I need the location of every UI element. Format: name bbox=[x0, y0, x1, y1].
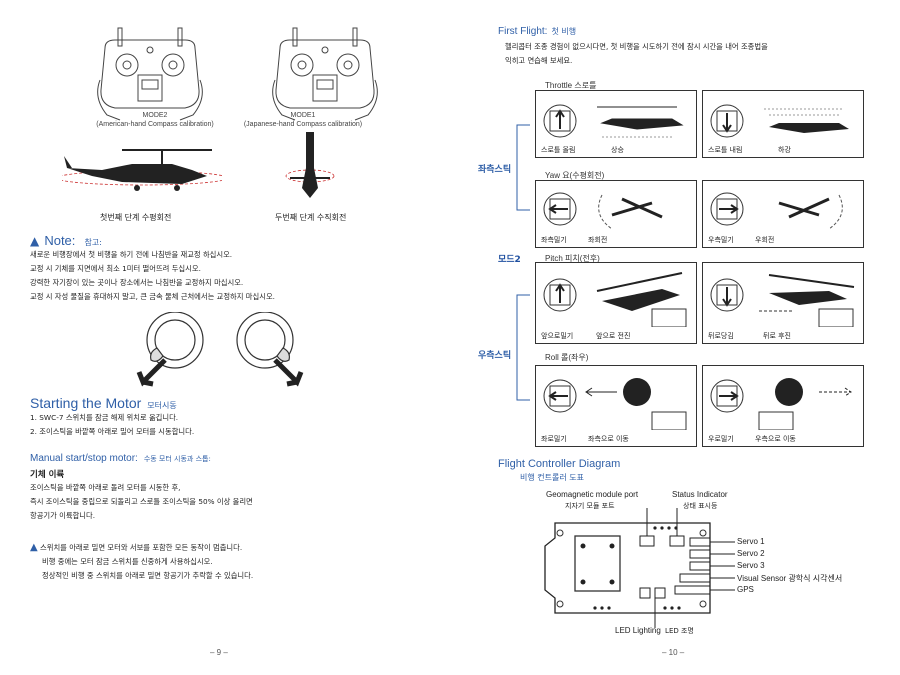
starting-motor-title-kr: 모터시동 bbox=[147, 401, 177, 410]
roll-right-panel: 우로밀기 우측으로 이동 bbox=[702, 365, 864, 447]
pitch-backward-panel: 뒤로당김 뒤로 후진 bbox=[702, 262, 864, 344]
fc-title-kr: 비행 컨트롤러 도표 bbox=[520, 473, 584, 482]
transmitter-illustrations bbox=[97, 27, 378, 121]
motor-steps: 1. SWC-7 스위치를 잠금 해제 위치로 옮깁니다. 2. 조이스틱을 바… bbox=[30, 411, 194, 439]
yaw-left-result: 좌회전 bbox=[588, 236, 608, 244]
first-flight-title-kr: 첫 비행 bbox=[551, 27, 577, 36]
fc-visual-sensor-label: Visual Sensor 광학식 시각센서 bbox=[737, 574, 843, 583]
fc-geomagnetic-label: Geomagnetic module port bbox=[546, 490, 639, 499]
note-line: 강력한 자기장이 있는 곳이나 장소에서는 나침반을 교정하지 마십시오. bbox=[30, 278, 244, 287]
throttle-up-result: 상승 bbox=[611, 146, 624, 154]
warning-line: 정상적인 비행 중 스위치를 아래로 밀면 항공기가 추락할 수 있습니다. bbox=[42, 571, 254, 580]
note-title-kr: 참고: bbox=[84, 238, 102, 247]
roll-right-action: 우로밀기 bbox=[708, 435, 734, 443]
note-line: 새로운 비행장에서 첫 비행을 하기 전에 나침반을 재교정 하십시오. bbox=[30, 250, 233, 259]
manual-motor-title-en: Manual start/stop motor: bbox=[30, 453, 138, 464]
fc-servo3-label: Servo 3 bbox=[737, 561, 765, 570]
left-page: MODE2 (American-hand Compass calibration… bbox=[30, 27, 378, 657]
first-flight-intro: 헬리콥터 조종 경험이 없으시다면, 첫 비행을 시도하기 전에 잠시 시간을 … bbox=[505, 40, 768, 68]
right-stick-label: 우측스틱 bbox=[478, 351, 512, 361]
roll-left-panel: 좌로밀기 좌측으로 이동 bbox=[535, 365, 697, 447]
mode1-caption-line2: (Japanese-hand Compass calibration) bbox=[243, 121, 363, 128]
fc-geomagnetic-label-kr: 지자기 모듈 포트 bbox=[565, 502, 615, 510]
mode2-caption: MODE2 (American-hand Compass calibration… bbox=[80, 111, 230, 129]
pitch-label: Pitch 피치(전후) bbox=[545, 254, 600, 263]
motor-step: 1. SWC-7 스위치를 잠금 해제 위치로 옮깁니다. bbox=[30, 413, 179, 422]
warning-icon: ▲ bbox=[30, 542, 38, 553]
helicopter-vertical-image bbox=[285, 132, 335, 198]
fc-servo1-label: Servo 1 bbox=[737, 537, 765, 546]
roll-right-result: 우측으로 이동 bbox=[755, 435, 796, 443]
note-heading: ▲ Note: 참고: bbox=[30, 230, 102, 249]
throttle-label: Throttle 스로틀 bbox=[545, 81, 597, 90]
first-flight-title: First Flight:첫 비행 bbox=[498, 26, 576, 37]
yaw-label: Yaw 요(수평회전) bbox=[545, 171, 605, 180]
fc-led-label-kr: LED 조명 bbox=[665, 627, 694, 635]
note-title: Note: bbox=[44, 233, 76, 248]
fc-status-label: Status Indicator bbox=[672, 490, 728, 499]
page-number-right: – 10 – bbox=[662, 648, 685, 657]
starting-motor-title-en: Starting the Motor bbox=[30, 395, 142, 411]
takeoff-line: 항공기가 이륙합니다. bbox=[30, 511, 96, 520]
warning-line: 비행 중에는 모터 잠금 스위치를 신중하게 사용하십시오. bbox=[42, 557, 213, 566]
takeoff-line: 즉시 조이스틱을 중립으로 되돌리고 스로틀 조이스틱을 50% 이상 올리면 bbox=[30, 497, 253, 506]
throttle-down-panel: 스로틀 내림 하강 bbox=[702, 90, 864, 158]
helicopter-horizontal-image bbox=[62, 149, 222, 191]
warning-block: ▲ 스위치를 아래로 밀면 모터와 서보를 포함한 모든 동작이 멈춥니다. 비… bbox=[30, 541, 253, 583]
motor-step: 2. 조이스틱을 바깥쪽 아래로 밀어 모터를 시동합니다. bbox=[30, 427, 195, 436]
intro-line: 헬리콥터 조종 경험이 없으시다면, 첫 비행을 시도하기 전에 잠시 시간을 … bbox=[505, 42, 768, 51]
fc-led-label: LED Lighting LED 조명 bbox=[615, 626, 694, 636]
throttle-up-action: 스로틀 올림 bbox=[541, 146, 576, 154]
roll-left-action: 좌로밀기 bbox=[541, 435, 567, 443]
flight-controller-board bbox=[544, 508, 735, 628]
step2-label: 두번째 단계 수직회전 bbox=[275, 213, 347, 222]
pitch-forward-action: 앞으로밀기 bbox=[541, 332, 574, 340]
takeoff-line: 조이스틱을 바깥쪽 아래로 돌려 모터를 시동한 후, bbox=[30, 483, 181, 492]
takeoff-text: 조이스틱을 바깥쪽 아래로 돌려 모터를 시동한 후, 즉시 조이스틱을 중립으… bbox=[30, 481, 253, 523]
right-page: First Flight:첫 비행 헬리콥터 조종 경험이 없으시다면, 첫 비… bbox=[450, 0, 900, 675]
starting-motor-title: Starting the Motor 모터시동 bbox=[30, 395, 177, 411]
yaw-right-result: 우회전 bbox=[755, 236, 775, 244]
takeoff-heading: 기체 이륙 bbox=[30, 470, 65, 480]
manual-motor-title: Manual start/stop motor: 수동 모터 시동과 스톱: bbox=[30, 453, 211, 464]
pitch-forward-panel: 앞으로밀기 앞으로 전진 bbox=[535, 262, 697, 344]
fc-led-label-en: LED Lighting bbox=[615, 626, 661, 635]
mode2-caption-line2: (American-hand Compass calibration) bbox=[96, 121, 214, 128]
fc-servo2-label: Servo 2 bbox=[737, 549, 765, 558]
note-line: 교정 시 자성 물질을 휴대하지 말고, 큰 금속 물체 근처에서는 교정하지 … bbox=[30, 292, 275, 301]
transmitter-mode1-image bbox=[272, 27, 378, 121]
fc-title: Flight Controller Diagram bbox=[498, 458, 621, 470]
pitch-backward-action: 뒤로당김 bbox=[708, 332, 734, 340]
transmitter-mode2-image bbox=[97, 27, 203, 121]
first-flight-title-en: First Flight: bbox=[498, 26, 548, 37]
mode1-caption: MODE1 (Japanese-hand Compass calibration… bbox=[228, 111, 378, 129]
step1-label: 첫번째 단계 수평회전 bbox=[100, 213, 172, 222]
roll-left-result: 좌측으로 이동 bbox=[588, 435, 629, 443]
throttle-down-action: 스로틀 내림 bbox=[708, 146, 743, 154]
throttle-down-result: 하강 bbox=[778, 146, 791, 154]
mode2-label: 모드2 bbox=[498, 255, 521, 265]
throttle-up-panel: 스로틀 올림 상승 bbox=[535, 90, 697, 158]
yaw-left-panel: 좌측밀기 좌회전 bbox=[535, 180, 697, 248]
fc-status-label-kr: 상태 표시등 bbox=[683, 502, 718, 510]
warning-icon: ▲ bbox=[30, 234, 40, 248]
yaw-right-action: 우측밀기 bbox=[708, 236, 734, 244]
pitch-backward-result: 뒤로 후진 bbox=[763, 332, 791, 340]
mode1-caption-line1: MODE1 bbox=[290, 112, 316, 119]
motor-start-stick-image bbox=[136, 312, 304, 387]
pitch-forward-result: 앞으로 전진 bbox=[596, 332, 631, 340]
intro-line: 익히고 연습해 보세요. bbox=[505, 56, 573, 65]
warning-line: 스위치를 아래로 밀면 모터와 서보를 포함한 모든 동작이 멈춥니다. bbox=[40, 543, 243, 552]
stick-brackets bbox=[516, 124, 530, 401]
fc-gps-label: GPS bbox=[737, 585, 754, 594]
note-list: 새로운 비행장에서 첫 비행을 하기 전에 나침반을 재교정 하십시오. 교정 … bbox=[30, 248, 275, 304]
note-line: 교정 시 기체를 지면에서 최소 1미터 떨어뜨려 두십시오. bbox=[30, 264, 201, 273]
page-number-left: – 9 – bbox=[210, 648, 228, 657]
left-stick-label: 좌측스틱 bbox=[478, 165, 512, 175]
manual-motor-title-kr: 수동 모터 시동과 스톱: bbox=[143, 455, 211, 463]
roll-label: Roll 롤(좌우) bbox=[545, 353, 589, 362]
mode2-caption-line1: MODE2 bbox=[142, 112, 168, 119]
yaw-left-action: 좌측밀기 bbox=[541, 236, 567, 244]
yaw-right-panel: 우측밀기 우회전 bbox=[702, 180, 864, 248]
